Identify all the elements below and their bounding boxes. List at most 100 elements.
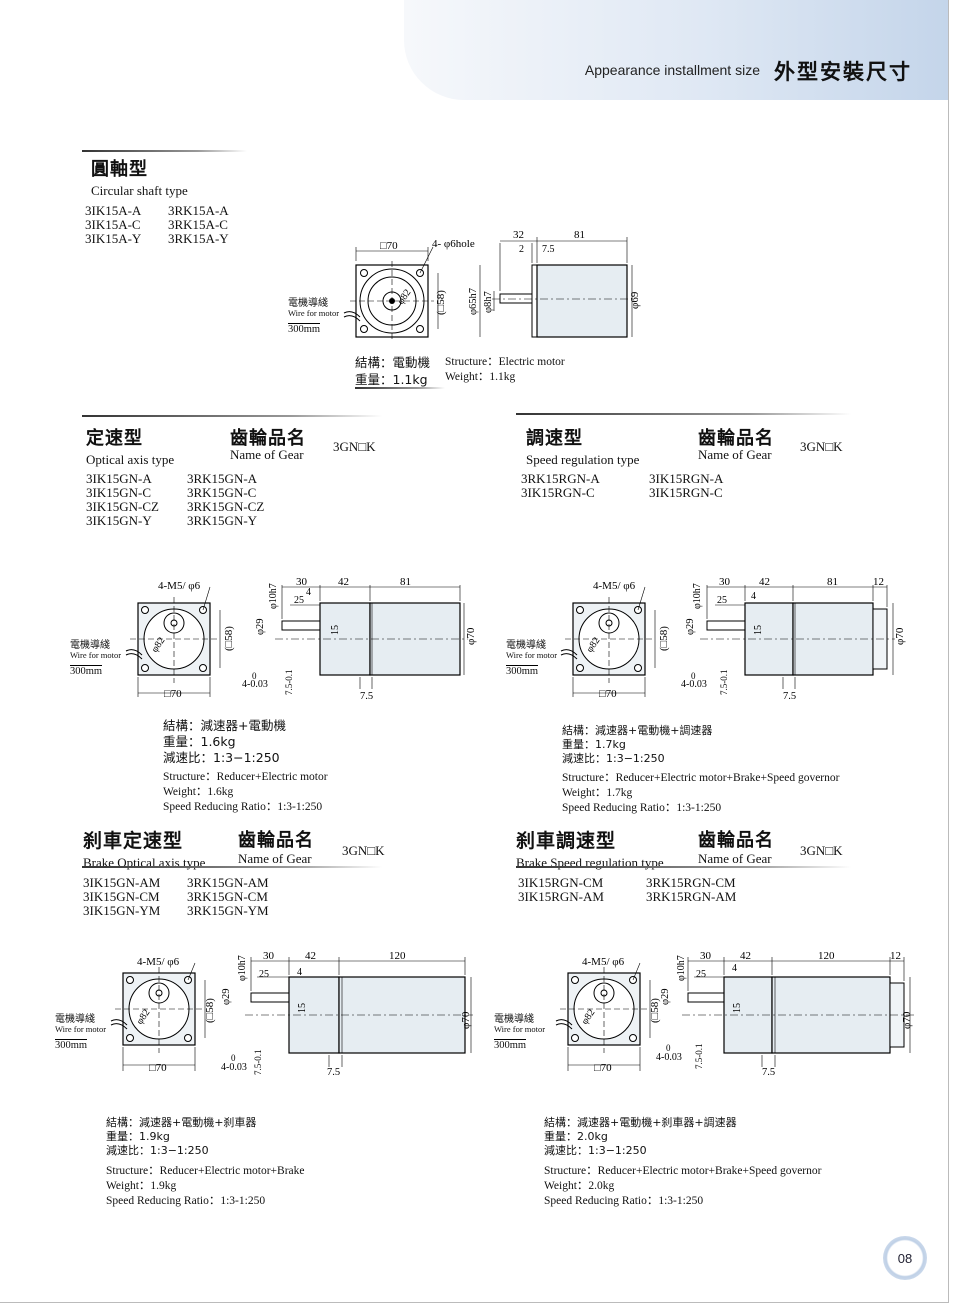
circular-drawing: □70 4- φ6hole φ82 (□58) φ65h7 φ8h7 32 81… (343, 229, 641, 341)
svg-text:4-M5/ φ6: 4-M5/ φ6 (582, 956, 625, 968)
brake-optical-gear-en: Name of Gear (238, 851, 312, 866)
brake-optical-gear-code: 3GN□K (342, 843, 385, 858)
svg-text:7.5-0.1: 7.5-0.1 (284, 670, 294, 696)
svg-text:φ70: φ70 (894, 627, 906, 645)
page-number: 08 (883, 1236, 927, 1280)
brake-optical-models-right: 3RK15GN-AM 3RK15GN-CM 3RK15GN-YM (187, 875, 269, 918)
svg-text:φ10h7: φ10h7 (676, 955, 687, 981)
svg-text:4-0.03: 4-0.03 (242, 679, 268, 690)
speed-gear-zh: 齒輪品名 (698, 428, 774, 449)
svg-text:(□58): (□58) (658, 626, 670, 651)
svg-text:15: 15 (732, 1003, 743, 1013)
svg-text:0: 0 (252, 671, 257, 681)
speed-models-left: 3RK15RGN-A 3IK15RGN-C (521, 471, 600, 500)
optical-gear-en: Name of Gear (230, 447, 304, 462)
svg-text:(□58): (□58) (223, 626, 235, 651)
svg-text:42: 42 (305, 950, 316, 962)
brake-speed-wire-label: 電機導綫 Wire for motor 300mm (494, 1014, 546, 1051)
speed-drawing: 4-M5/ φ6 φ82 (□58) □70 φ29 φ10h7 30 42 8… (560, 576, 906, 702)
svg-text:7.5: 7.5 (783, 691, 796, 702)
dim-2: 2 (519, 244, 524, 255)
svg-text:4-M5/ φ6: 4-M5/ φ6 (158, 580, 201, 592)
brake-speed-drawing: 4-M5/ φ6 φ82 (□58) □70 φ29 φ10h7 30 42 1… (555, 950, 914, 1078)
svg-text:□70: □70 (599, 688, 617, 700)
brake-speed-spec: 結構：減速器+電動機+刹車器+調速器 重量：2.0kg 減速比：1:3−1:25… (544, 1116, 822, 1207)
brake-optical-wire-label: 電機導綫 Wire for motor 300mm (55, 1014, 107, 1051)
circular-heading: 圓軸型 Circular shaft type (91, 155, 188, 199)
svg-text:30: 30 (719, 576, 731, 588)
brake-optical-gear-zh: 齒輪品名 (238, 830, 314, 851)
dim-d65: φ65h7 (468, 288, 479, 315)
model-item: 3IK15A-C (85, 217, 141, 232)
svg-text:φ70: φ70 (465, 627, 477, 645)
optical-underline (82, 415, 382, 417)
brake-speed-underline (516, 866, 851, 868)
model-item: 3RK15A-C (168, 217, 228, 232)
dim-sq58: (□58) (435, 290, 447, 315)
circular-spec-zh: 結構：電動機 重量：1.1kg (355, 355, 431, 387)
brake-speed-models-left: 3IK15RGN-CM 3IK15RGN-AM (518, 875, 604, 904)
brake-optical-drawing: 4-M5/ φ6 φ82 (□58) □70 φ29 φ10h7 30 42 1… (110, 950, 473, 1078)
brake-optical-models-left: 3IK15GN-AM 3IK15GN-CM 3IK15GN-YM (83, 875, 161, 918)
optical-gear-code: 3GN□K (333, 439, 376, 454)
circular-spec-en: Structure：Electric motor Weight：1.1kg (445, 356, 565, 383)
svg-text:42: 42 (759, 576, 770, 588)
header-title-en: Appearance installment size (584, 62, 760, 78)
brake-optical-underline (82, 866, 382, 868)
svg-text:25: 25 (717, 595, 727, 606)
dim-square: □70 (380, 240, 398, 252)
model-item: 3RK15A-A (168, 203, 229, 218)
header-band (404, 0, 948, 100)
brake-optical-heading: 刹車定速型 Brake Optical axis type (83, 830, 206, 870)
optical-spec: 結構：減速器+電動機 重量：1.6kg 減速比：1:3−1:250 Struct… (163, 718, 328, 813)
speed-wire-label: 電機導綫 Wire for motor 300mm (506, 640, 558, 677)
circular-models-left: 3IK15A-A 3IK15A-C 3IK15A-Y (85, 204, 141, 246)
svg-text:4-M5/ φ6: 4-M5/ φ6 (137, 956, 180, 968)
brake-speed-models-right: 3RK15RGN-CM 3RK15RGN-AM (646, 875, 737, 904)
svg-text:12: 12 (890, 950, 901, 962)
speed-heading: 調速型 Speed regulation type (526, 428, 640, 467)
model-item: 3IK15A-Y (85, 231, 142, 246)
svg-text:30: 30 (700, 950, 712, 962)
svg-text:4-0.03: 4-0.03 (221, 1062, 247, 1073)
svg-text:4-0.03: 4-0.03 (656, 1052, 682, 1063)
svg-text:4: 4 (751, 591, 756, 602)
svg-text:φ10h7: φ10h7 (692, 583, 703, 609)
svg-text:120: 120 (389, 950, 406, 962)
svg-text:4-M5/ φ6: 4-M5/ φ6 (593, 580, 636, 592)
svg-text:(□58): (□58) (649, 998, 661, 1023)
svg-text:4: 4 (732, 963, 737, 974)
model-item: 3IK15A-A (85, 203, 142, 218)
dim-holes: 4- φ6hole (432, 238, 475, 250)
svg-text:φ10h7: φ10h7 (268, 583, 279, 609)
dim-d69: φ69 (629, 291, 641, 309)
svg-text:□70: □70 (149, 1062, 167, 1074)
circular-underline (82, 150, 247, 152)
svg-text:4: 4 (306, 587, 311, 598)
svg-text:7.5: 7.5 (762, 1067, 775, 1078)
brake-speed-gear-zh: 齒輪品名 (698, 830, 774, 851)
brake-speed-heading: 刹車調速型 Brake Speed regulation type (516, 830, 664, 870)
circular-title-zh: 圓軸型 (91, 159, 148, 180)
svg-text:30: 30 (263, 950, 275, 962)
svg-text:42: 42 (338, 576, 349, 588)
circular-spec-underline (355, 387, 445, 389)
dim-32: 32 (513, 229, 524, 241)
svg-text:4-0.03: 4-0.03 (681, 679, 707, 690)
svg-text:φ29: φ29 (221, 988, 232, 1005)
speed-models-right: 3IK15RGN-A 3IK15RGN-C (649, 471, 724, 500)
svg-text:15: 15 (753, 625, 764, 635)
optical-wire-label: 電機導綫 Wire for motor 300mm (70, 640, 122, 677)
svg-text:0: 0 (691, 671, 696, 681)
svg-text:7.5-0.1: 7.5-0.1 (253, 1050, 263, 1076)
svg-text:25: 25 (696, 969, 706, 980)
svg-text:0: 0 (666, 1043, 671, 1053)
svg-text:7.5: 7.5 (360, 691, 373, 702)
svg-text:φ10h7: φ10h7 (237, 955, 248, 981)
circular-models-right: 3RK15A-A 3RK15A-C 3RK15A-Y (168, 204, 229, 246)
svg-text:30: 30 (296, 576, 308, 588)
svg-text:15: 15 (297, 1003, 308, 1013)
speed-gear-en: Name of Gear (698, 447, 772, 462)
circular-wire-label: 電機導綫 Wire for motor 300mm (288, 298, 340, 335)
svg-text:25: 25 (294, 595, 304, 606)
